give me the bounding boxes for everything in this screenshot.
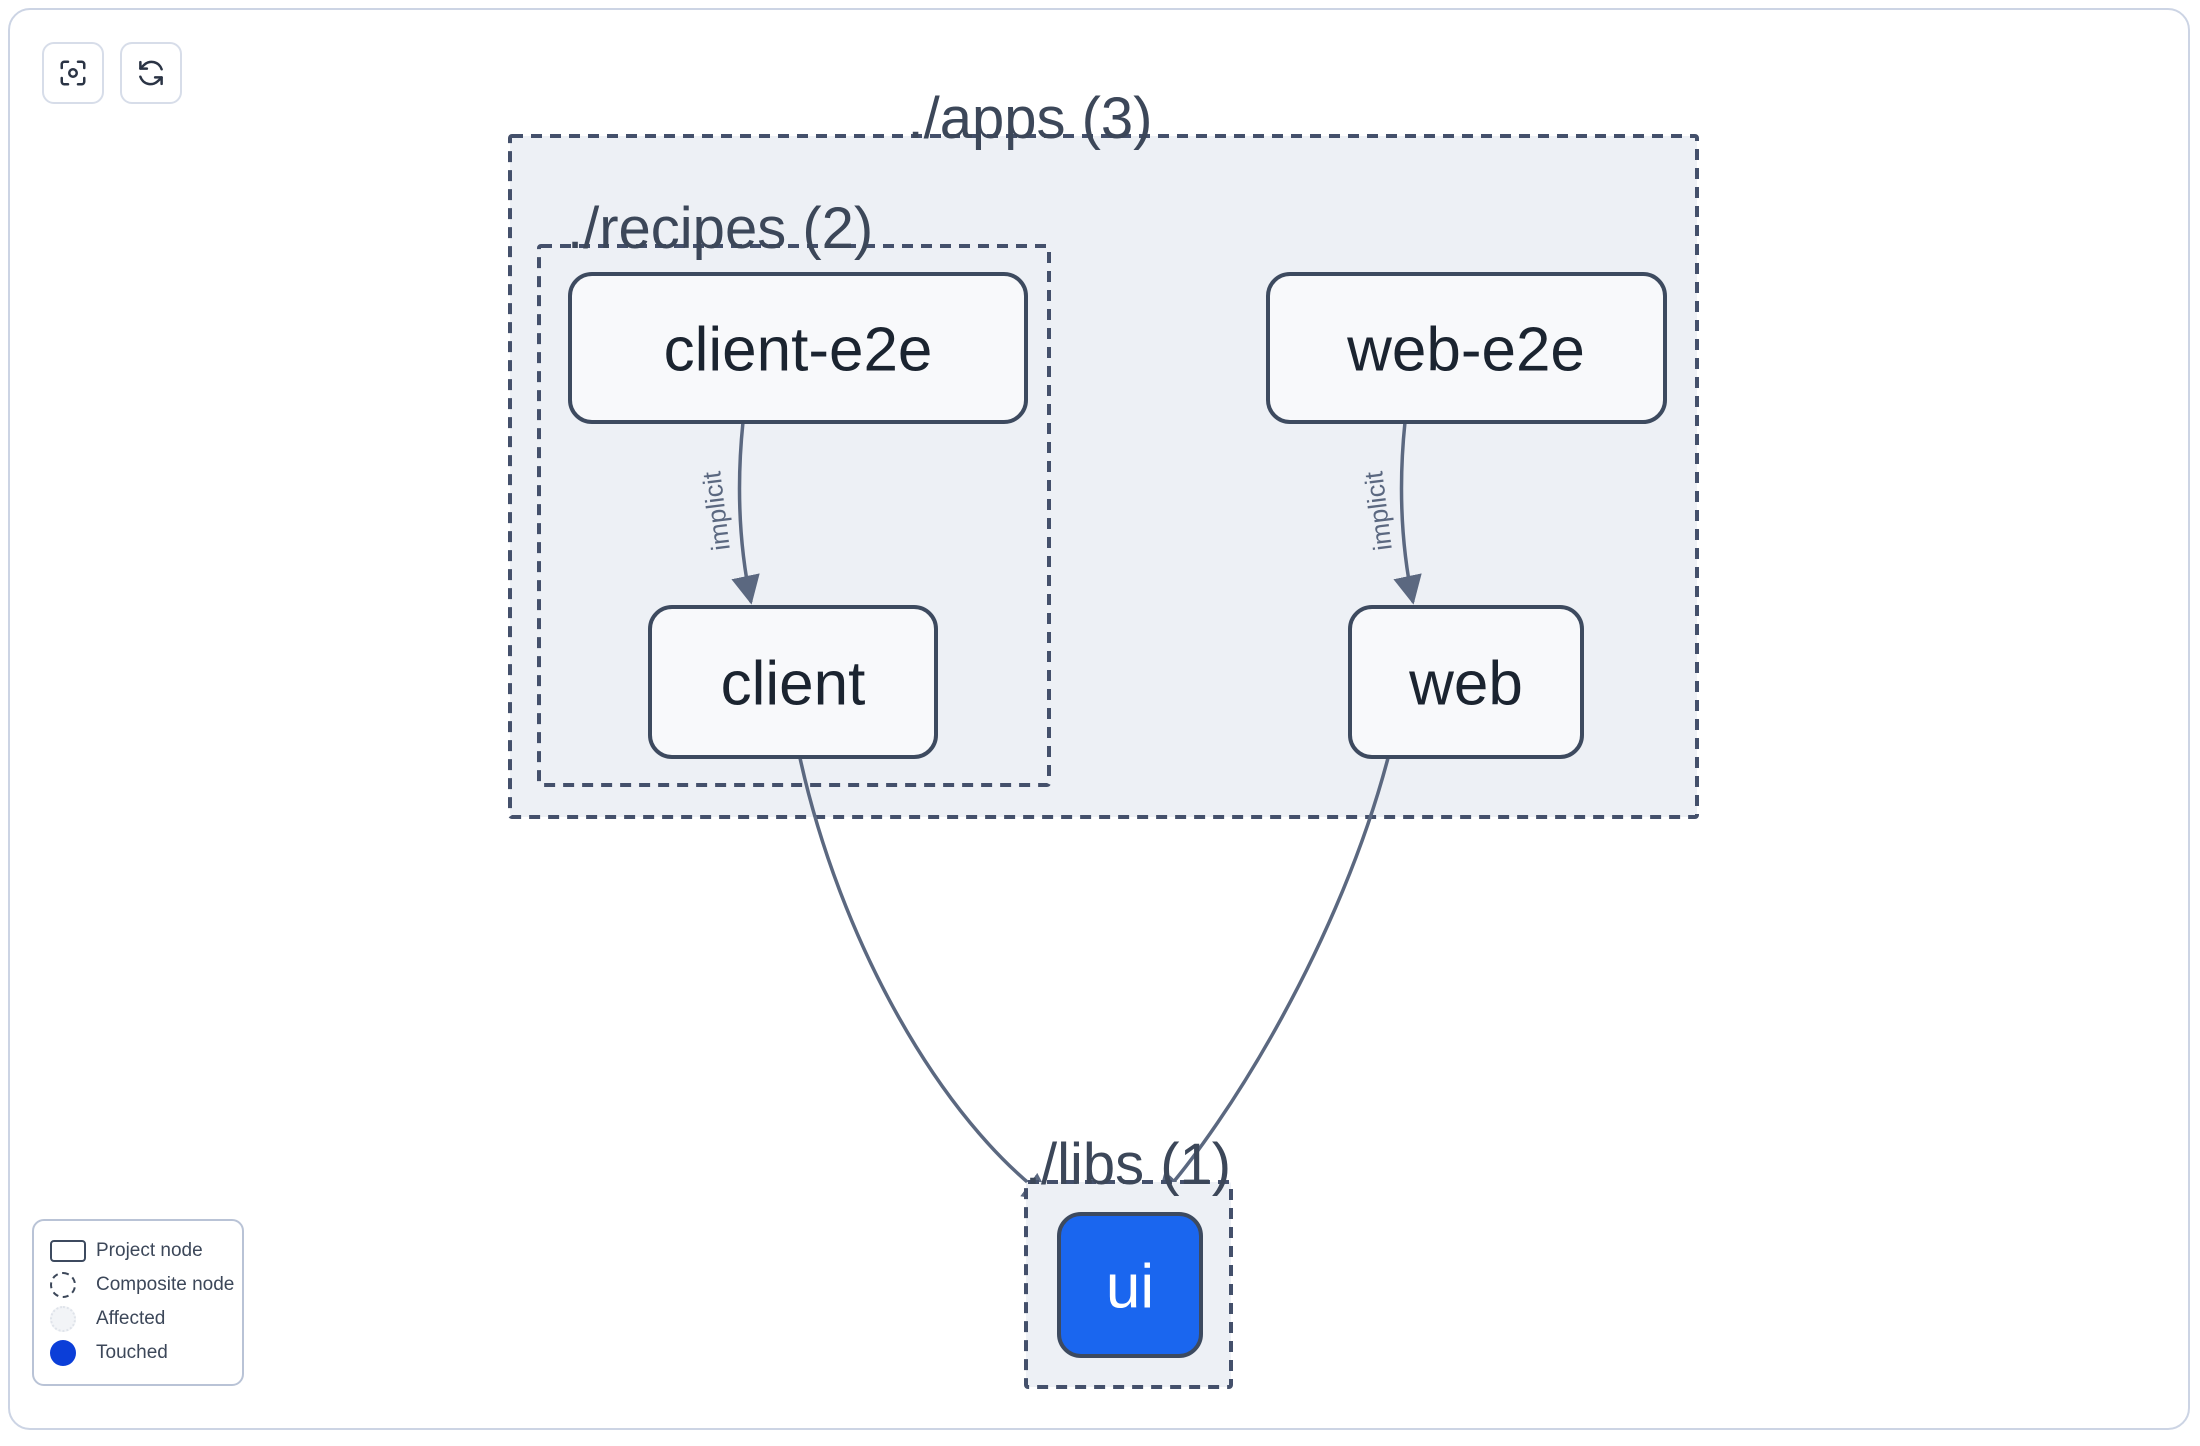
legend-label: Composite node	[96, 1274, 235, 1295]
touched-node-swatch	[50, 1340, 92, 1366]
graph-legend: Project node Composite node Affected Tou…	[32, 1219, 244, 1386]
affected-node-swatch	[50, 1306, 92, 1332]
edge-client-to-ui[interactable]	[798, 757, 1053, 1202]
legend-label: Project node	[96, 1240, 203, 1261]
project-node-rect[interactable]	[648, 605, 938, 759]
project-node-rect[interactable]	[568, 272, 1028, 424]
project-node-rect[interactable]	[1348, 605, 1584, 759]
graph-toolbar	[42, 42, 182, 104]
edge-path	[731, 421, 760, 605]
legend-item-touched: Touched	[50, 1336, 226, 1370]
graph-panel: ./apps (3) ./recipes (2) implicit implic…	[8, 8, 2190, 1430]
edge-path	[1393, 421, 1422, 605]
focus-graph-button[interactable]	[42, 42, 104, 104]
composite-node-swatch	[50, 1272, 92, 1298]
edge-path	[1156, 757, 1390, 1202]
project-node-rect[interactable]	[1266, 272, 1667, 424]
project-node-web[interactable]: web	[1348, 605, 1584, 759]
project-node-label: client	[721, 650, 866, 719]
edge-web-to-ui[interactable]	[1156, 757, 1390, 1202]
project-node-label: web-e2e	[1346, 316, 1585, 385]
refresh-sync-icon	[136, 58, 166, 88]
focus-target-icon	[58, 58, 88, 88]
project-node-rect[interactable]	[1057, 1212, 1203, 1358]
refresh-graph-button[interactable]	[120, 42, 182, 104]
edge-web-e2e-to-web[interactable]: implicit	[1358, 421, 1422, 605]
project-node-ui[interactable]: ui	[1057, 1212, 1203, 1358]
project-node-label: ui	[1106, 1253, 1154, 1322]
legend-label: Touched	[96, 1342, 168, 1363]
legend-item-affected: Affected	[50, 1302, 226, 1336]
project-node-swatch	[50, 1240, 92, 1262]
project-graph-canvas[interactable]: ./apps (3) ./recipes (2) implicit implic…	[10, 10, 2190, 1430]
legend-item-composite-node: Composite node	[50, 1268, 234, 1302]
composite-libs-label: ./libs (1)	[1025, 1132, 1231, 1197]
edge-path	[798, 757, 1053, 1202]
composite-apps-label: ./apps (3)	[908, 86, 1153, 151]
project-node-client[interactable]: client	[648, 605, 938, 759]
project-node-label: web	[1408, 650, 1523, 719]
composite-recipes-label: ./recipes (2)	[567, 196, 873, 261]
project-node-web-e2e[interactable]: web-e2e	[1266, 272, 1667, 424]
project-node-label: client-e2e	[664, 316, 933, 385]
legend-item-project-node: Project node	[50, 1234, 226, 1268]
project-node-client-e2e[interactable]: client-e2e	[568, 272, 1028, 424]
legend-label: Affected	[96, 1308, 166, 1329]
